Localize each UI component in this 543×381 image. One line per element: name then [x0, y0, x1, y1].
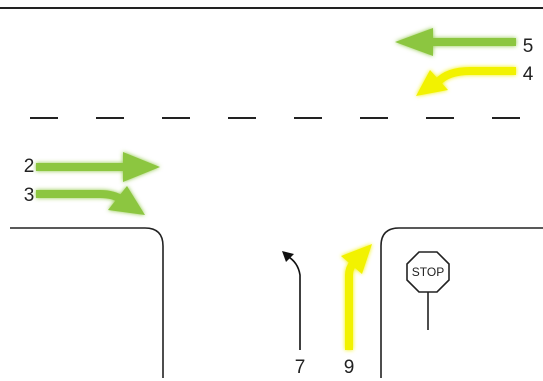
movement-label-2: 2: [24, 156, 35, 177]
movement-5-arrow: [395, 28, 516, 56]
movement-label-3: 3: [24, 185, 35, 206]
southwest-curb: [10, 227, 164, 378]
movement-4-arrow: [416, 67, 516, 96]
stop-sign: STOP: [406, 251, 450, 330]
movement-label-7: 7: [295, 357, 306, 378]
movement-2-arrow: [36, 152, 160, 182]
movement-label-9: 9: [344, 357, 355, 378]
stop-sign-text: STOP: [412, 265, 444, 279]
southeast-curb: [380, 227, 543, 378]
movement-label-4: 4: [523, 64, 534, 85]
movement-label-5: 5: [523, 36, 534, 57]
movement-7-arrow: [282, 251, 301, 350]
movement-3-arrow: [36, 186, 145, 215]
stop-sign-octagon: [406, 251, 450, 293]
movement-9-arrow: [341, 244, 372, 350]
